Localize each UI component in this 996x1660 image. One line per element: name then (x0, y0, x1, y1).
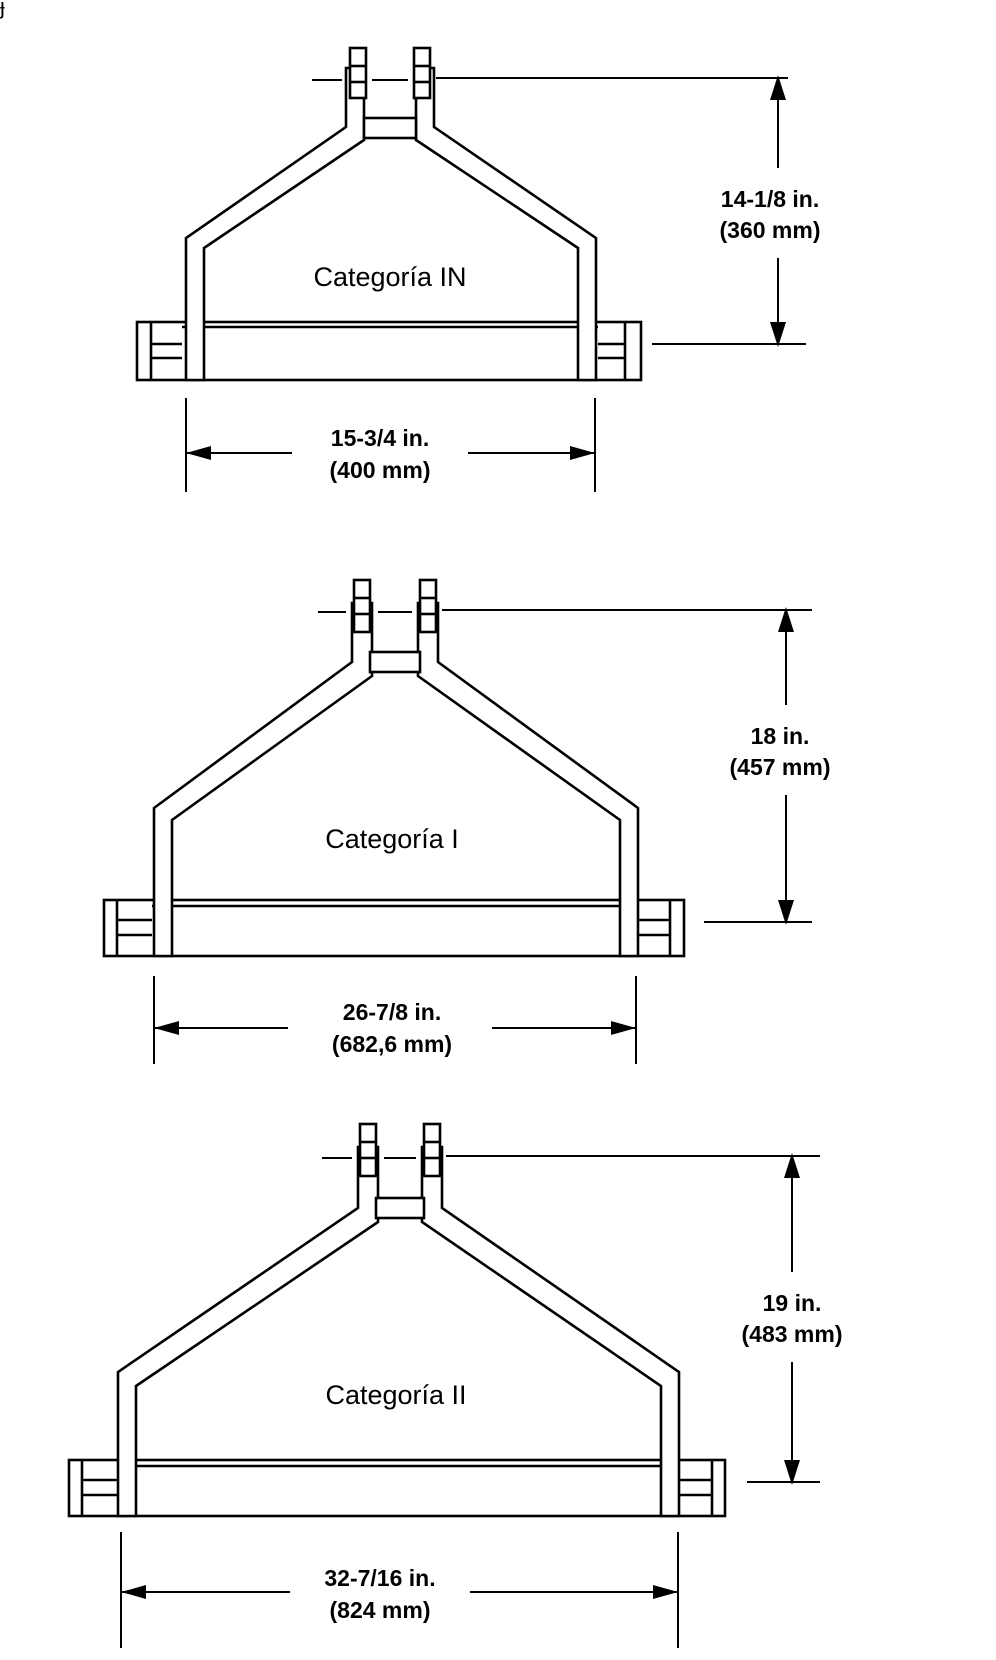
width-inches: 15-3/4 in. (331, 425, 429, 451)
height-millimeters: (457 mm) (730, 754, 831, 780)
category-label: Categoría II (325, 1380, 466, 1410)
width-inches: 32-7/16 in. (324, 1565, 435, 1591)
mast-crossbar (368, 650, 422, 674)
end-pin-right (598, 322, 627, 380)
width-millimeters: (682,6 mm) (332, 1031, 452, 1057)
frame-leg-left (152, 601, 374, 958)
hitch-frame-category-in (135, 46, 788, 382)
end-pin-left (115, 900, 152, 956)
frame-leg-right (420, 1145, 681, 1518)
width-dimension: 15-3/4 in. (400 mm) (185, 398, 596, 492)
mast-crossbar (362, 116, 418, 140)
frame-leg-right (416, 601, 640, 958)
base-bar (102, 898, 686, 958)
hitch-frame-category-ii (67, 1122, 820, 1518)
height-dimension: 18 in. (457 mm) (704, 607, 830, 925)
height-dimension: 14-1/8 in. (360 mm) (652, 75, 820, 347)
category-label: Categoría I (325, 824, 459, 854)
height-inches: 14-1/8 in. (721, 186, 819, 212)
mast-crossbar (374, 1196, 426, 1220)
width-dimension: 26-7/8 in. (682,6 mm) (153, 976, 637, 1064)
height-dimension: 19 in. (483 mm) (742, 1153, 843, 1485)
width-dimension: 32-7/16 in. (824 mm) (120, 1532, 679, 1648)
base-bar (135, 320, 643, 382)
corner-mark: ɉ (0, 0, 5, 19)
end-pin-right (680, 1460, 714, 1516)
height-inches: 19 in. (763, 1290, 822, 1316)
hitch-frame-category-i (102, 578, 812, 958)
end-pin-left (80, 1460, 118, 1516)
end-pin-right (638, 900, 672, 956)
base-bar (67, 1458, 727, 1518)
height-millimeters: (483 mm) (742, 1321, 843, 1347)
end-pin-left (149, 322, 182, 380)
width-millimeters: (400 mm) (330, 457, 431, 483)
height-millimeters: (360 mm) (720, 217, 821, 243)
category-label: Categoría IN (313, 262, 466, 292)
width-inches: 26-7/8 in. (343, 999, 441, 1025)
frame-leg-left (116, 1145, 380, 1518)
width-millimeters: (824 mm) (330, 1597, 431, 1623)
height-inches: 18 in. (751, 723, 810, 749)
